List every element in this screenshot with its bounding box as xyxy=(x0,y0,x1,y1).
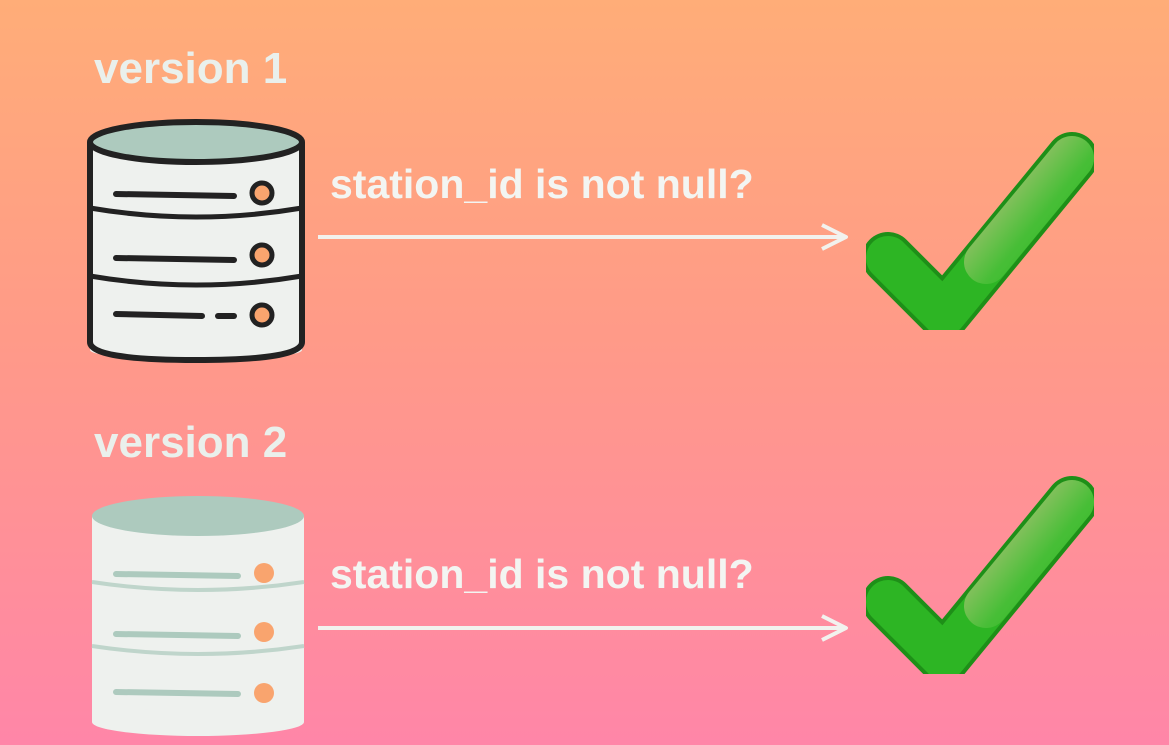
null-check-text-2: station_id is not null? xyxy=(330,551,754,597)
version-2-label: version 2 xyxy=(94,418,288,467)
database-icon xyxy=(87,119,305,363)
version-1-label: version 1 xyxy=(94,44,288,93)
checkmark-icon xyxy=(866,476,1094,674)
checkmark-icon xyxy=(866,132,1094,330)
arrow-right-icon xyxy=(318,223,848,251)
arrow-right-icon xyxy=(318,614,848,642)
null-check-text-1: station_id is not null? xyxy=(330,161,754,207)
database-icon xyxy=(91,496,305,736)
